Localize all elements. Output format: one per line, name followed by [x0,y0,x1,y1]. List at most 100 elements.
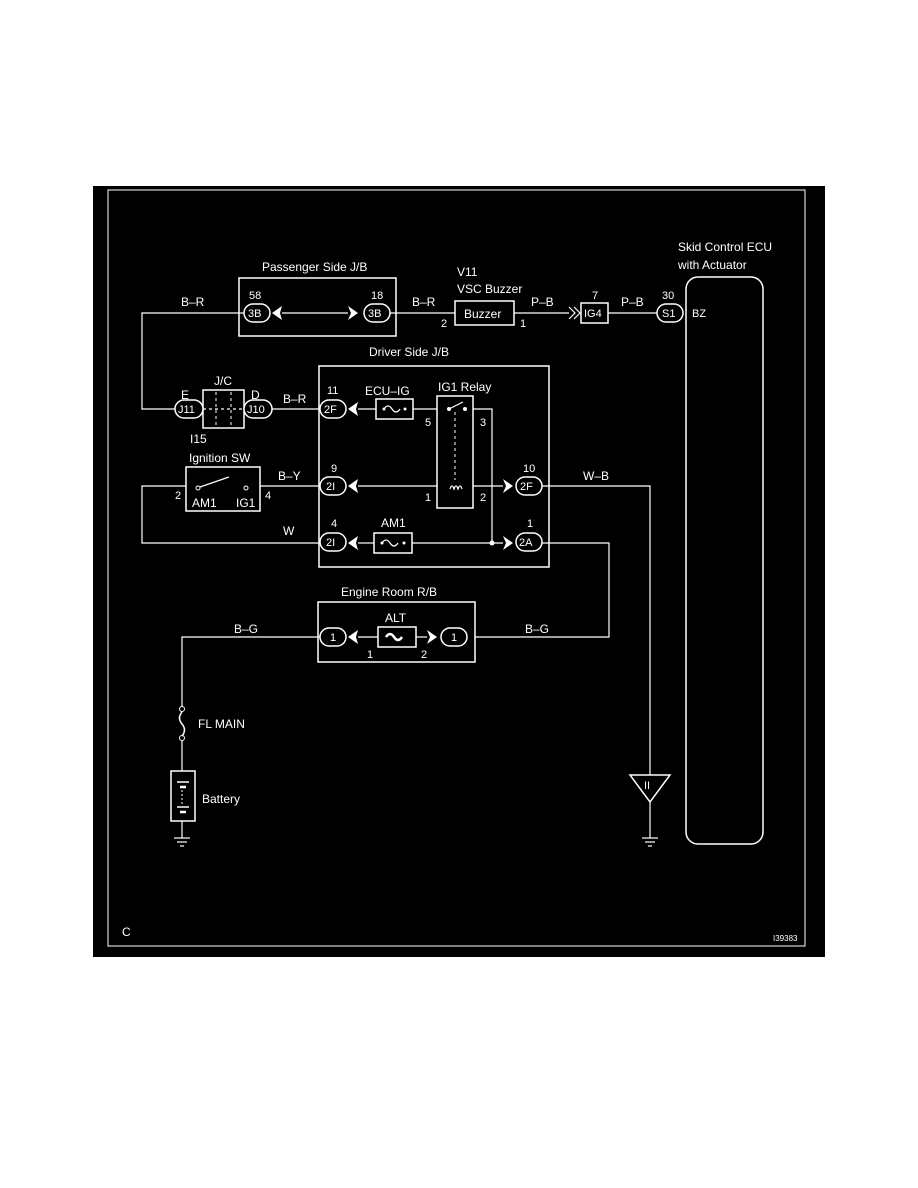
diagram-panel [93,186,825,957]
conn-2f-left [319,399,347,419]
jc-id: I15 [190,432,207,446]
relay-pin-3: 3 [480,417,486,429]
ground-triangle [628,774,672,804]
engine-room-rb: Engine Room R/B 1 ALT 1 1 2 [317,585,476,663]
ecu-title-line2: with Actuator [677,258,747,272]
relay-box [436,395,474,509]
conn-2i-top-code: 2I [326,481,335,493]
jc-left-code: J11 [178,404,195,416]
conn-2f-right-pin: 10 [523,463,535,475]
jc-right-code: J10 [247,404,265,416]
rb-title: Engine Room R/B [341,585,437,599]
battery-label: Battery [202,792,240,806]
fl-main-symbol [178,711,186,737]
wire-ig4-to-ecu-label: P–B [621,295,644,309]
top-wires: B–R B–R P–B P–B [141,295,657,410]
wire-ign-to-jb-label: B–Y [278,469,301,483]
fl-main-label: FL MAIN [198,717,245,731]
rb-fuse-label: ALT [385,611,407,625]
ign-terminal-am1: AM1 [192,496,217,510]
relay-pin-2: 2 [480,492,486,504]
conn-2i-bottom [319,532,347,552]
ig4-pin: 7 [592,290,598,302]
wire-rb-to-jb [475,542,610,638]
conn-2i-top-pin: 9 [331,463,337,475]
conn-2f-left-pin: 11 [327,385,338,397]
ecu-title-line1: Skid Control ECU [678,240,772,254]
conn-2a-code: 2A [519,537,533,549]
junction-connector: J/C E D J11 J10 I15 [174,374,273,446]
passenger-jb-right-code: 3B [368,308,381,320]
conn-2i-bottom-arrow [348,536,358,550]
conn-2a-pin: 1 [527,518,533,530]
ign-title: Ignition SW [189,451,251,465]
wire-jc-to-jb-label: B–R [283,392,307,406]
ground-point-ii: II [628,774,672,847]
diagram-frame [107,189,806,947]
vsc-buzzer: V11 VSC Buzzer Buzzer 2 1 [441,265,526,330]
relay-pin-5: 5 [425,417,431,429]
driver-jb-box [318,365,550,568]
passenger-side-jb: Passenger Side J/B 58 3B 18 3B [238,260,397,337]
ign-box [185,466,261,512]
conn-2i-top-arrow [348,479,358,493]
wire-battery-to-rb [181,636,320,707]
ground-code: II [644,780,650,792]
ign-pin-2: 2 [175,490,181,502]
ign-switch-blade [199,476,230,488]
buzzer-pin-right: 1 [520,318,526,330]
conn-2i-bottom-code: 2I [326,537,335,549]
wire-relay-3-down [473,408,493,543]
ig4-arrow-2 [573,306,581,320]
ecu-body [685,276,764,845]
driver-jb-title: Driver Side J/B [369,345,449,359]
ignition-switch: Ignition SW AM1 IG1 2 4 [175,451,271,512]
rb-right-connector [440,627,468,647]
wire-top-left [141,312,244,410]
conn-2f-right-code: 2F [520,481,533,493]
rb-pin-2: 2 [421,649,427,661]
relay-title: IG1 Relay [438,380,491,394]
relay-switch-contact [463,407,467,411]
passenger-jb-right-arrow [348,306,358,320]
fl-main-fuse: FL MAIN [178,706,245,741]
passenger-jb-left-code: 3B [248,308,261,320]
rb-fuse-symbol [384,632,404,642]
rb-right-code: 1 [451,632,457,644]
ig4-code: IG4 [584,308,602,320]
relay-switch-pivot [447,407,451,411]
battery-box [170,770,196,822]
wire-ign-am1-label: W [283,524,295,538]
ign-terminal-ig1: IG1 [236,496,256,510]
passenger-jb-title: Passenger Side J/B [262,260,367,274]
conn-2f-left-code: 2F [324,404,337,416]
fuse-am1-label: AM1 [381,516,406,530]
wire-ign-am1 [141,485,320,544]
conn-2a-arrow [503,536,513,550]
rb-left-code: 1 [330,632,336,644]
rb-box [317,601,476,663]
wire-top-left-label: B–R [181,295,205,309]
ign-contact-right [243,485,249,491]
conn-2a [515,532,543,552]
figure-id: C [122,925,131,939]
conn-2f-left-arrow [348,402,358,416]
passenger-jb-right-pin: 18 [371,290,383,302]
conn-2f-right-arrow [503,479,513,493]
wire-jb-to-ground [542,485,651,775]
conn-2i-bottom-pin: 4 [331,518,337,530]
battery: Battery [170,770,240,822]
buzzer-id: V11 [457,265,478,279]
driver-side-jb: Driver Side J/B 11 2F ECU–IG IG1 Relay 5… [318,345,550,568]
ecu-pin-code: S1 [662,308,675,320]
rb-left-arrow [348,630,358,644]
fuse-am1-symbol [381,539,399,547]
buzzer-title: VSC Buzzer [457,282,522,296]
relay-switch-blade [448,401,464,410]
buzzer-pin-left: 2 [441,318,447,330]
relay-pin-1: 1 [425,492,431,504]
ign-contact-left [195,485,201,491]
ecu-terminal-bz: BZ [692,308,706,320]
jc-right-letter: D [251,388,260,402]
